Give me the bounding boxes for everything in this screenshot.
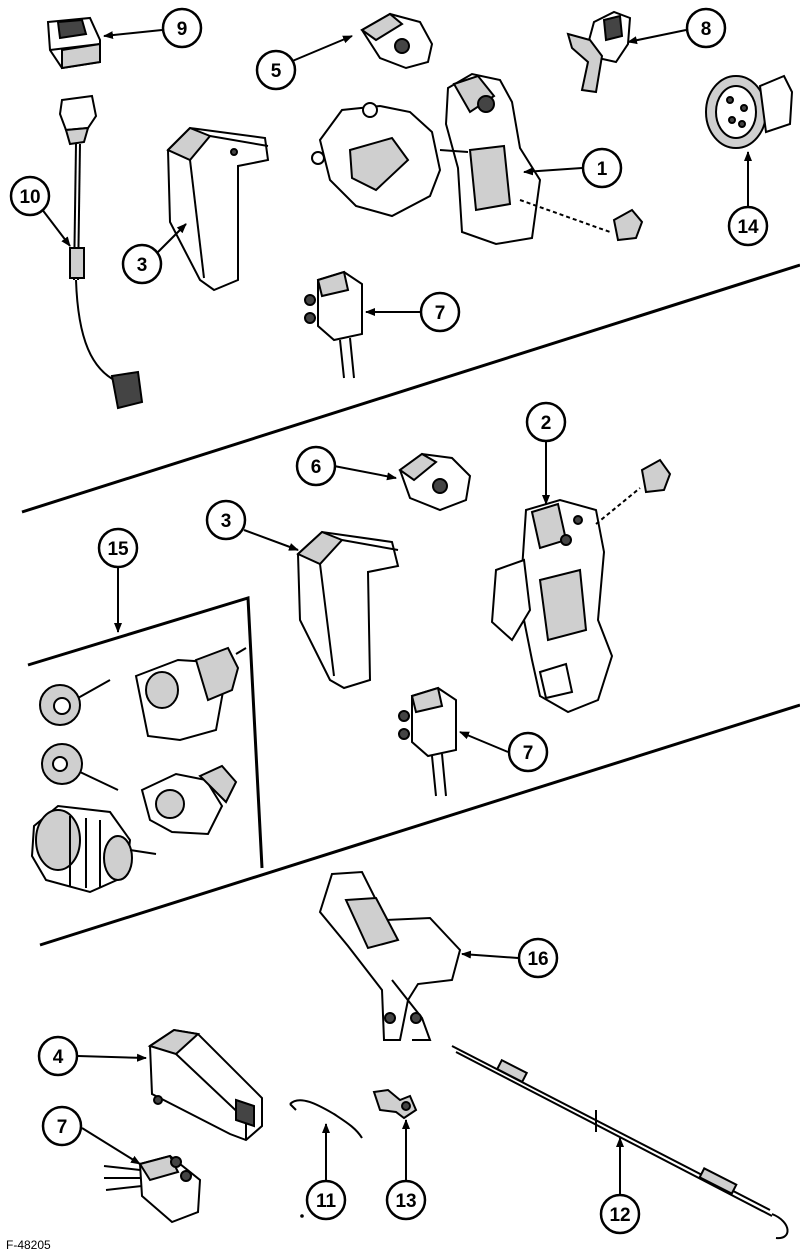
part-6-latch-piece	[398, 452, 472, 512]
callout-4: 4	[37, 1035, 79, 1077]
callout-12-label: 12	[609, 1205, 630, 1226]
part-14-knob	[705, 74, 794, 149]
part-16-bracket	[318, 870, 462, 1041]
arrow-4	[77, 1053, 147, 1062]
callout-16: 16	[517, 937, 559, 979]
callout-14: 14	[727, 205, 769, 247]
callout-15: 15	[97, 527, 139, 569]
callout-14-label: 14	[737, 217, 759, 238]
callout-15-label: 15	[107, 539, 129, 560]
part-7-switch-lower	[103, 1154, 202, 1224]
callout-10: 10	[9, 175, 51, 217]
callout-2-label: 2	[541, 413, 552, 434]
part-4-housing	[147, 1028, 263, 1142]
leader-arrows	[37, 29, 752, 1194]
callout-7-upper: 7	[419, 291, 461, 333]
callout-11-label: 11	[316, 1191, 337, 1212]
callout-7-upper-label: 7	[435, 303, 446, 324]
part-9-connector	[46, 16, 101, 70]
callout-12: 12	[599, 1193, 641, 1235]
callout-3-middle: 3	[205, 499, 247, 541]
callout-3-upper: 3	[121, 243, 163, 285]
part-13-clip	[372, 1088, 418, 1120]
arrow-1	[523, 167, 583, 176]
callout-1-label: 1	[597, 159, 608, 180]
callout-7-middle-label: 7	[523, 743, 534, 764]
callout-5: 5	[255, 49, 297, 91]
stray-dot	[300, 1214, 304, 1218]
section-dividers	[21, 263, 800, 947]
callout-9: 9	[161, 7, 203, 49]
callout-7-lower: 7	[41, 1105, 83, 1147]
callout-4-label: 4	[53, 1047, 64, 1068]
figure-id: F-48205	[6, 1238, 51, 1252]
callout-7-lower-label: 7	[57, 1117, 68, 1138]
arrow-3b	[243, 529, 299, 551]
callout-8-label: 8	[701, 19, 712, 40]
divider-upper	[21, 263, 800, 514]
part-7-switch-upper	[304, 270, 363, 379]
part-5-latch-piece	[360, 12, 434, 70]
callout-7-middle: 7	[507, 731, 549, 773]
callout-1: 1	[581, 147, 623, 189]
callout-13-label: 13	[395, 1191, 416, 1212]
arrow-6	[333, 465, 397, 481]
part-11-spring	[289, 1099, 363, 1139]
arrow-5	[289, 35, 353, 63]
callout-3-middle-label: 3	[221, 511, 232, 532]
callout-16-label: 16	[527, 949, 548, 970]
part-7-switch-middle	[398, 686, 457, 797]
divider-lower	[39, 703, 800, 947]
callout-9-label: 9	[177, 19, 188, 40]
part-12-cable	[451, 1045, 789, 1240]
divider-inset-box	[27, 596, 264, 869]
part-8-clip	[566, 10, 632, 94]
arrow-9	[103, 29, 163, 40]
callout-10-label: 10	[19, 187, 40, 208]
part-15-lock-set	[30, 646, 247, 894]
part-3-handle-upper	[166, 126, 270, 292]
callout-2: 2	[525, 401, 567, 443]
callout-5-label: 5	[271, 61, 282, 82]
callout-13: 13	[385, 1179, 427, 1221]
part-3-handle-middle	[296, 530, 400, 690]
part-2-latch-assembly	[490, 458, 672, 714]
arrow-7b	[459, 731, 509, 753]
callout-6-label: 6	[311, 457, 322, 478]
arrow-7c	[81, 1127, 141, 1165]
part-10-wire-harness	[58, 94, 144, 410]
arrow-8	[627, 29, 687, 45]
callout-6: 6	[295, 445, 337, 487]
arrow-3a	[157, 223, 187, 253]
callout-8: 8	[685, 7, 727, 49]
arrow-16	[461, 950, 519, 959]
callout-11: 11	[305, 1179, 347, 1221]
part-1-latch-assembly	[311, 72, 644, 246]
callout-3-upper-label: 3	[137, 255, 148, 276]
